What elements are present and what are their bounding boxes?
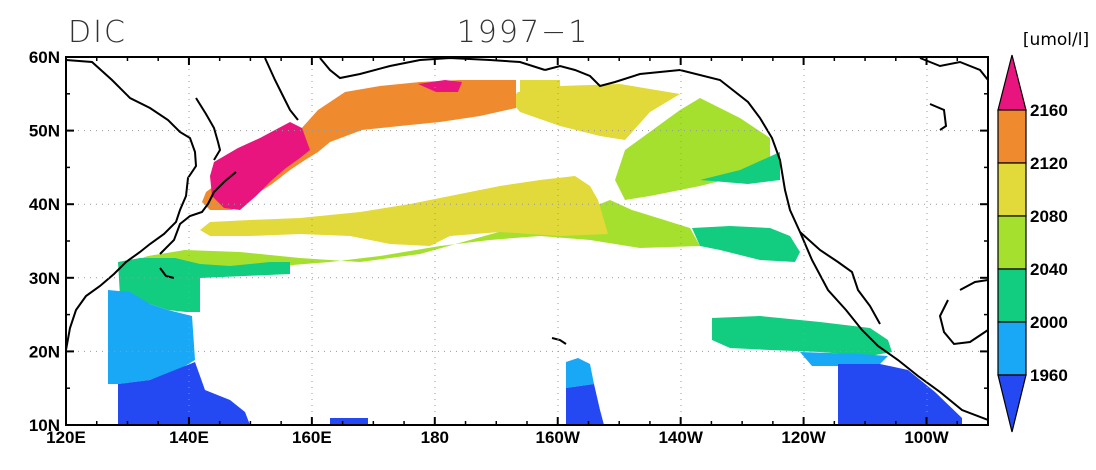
x-tick-label: 120E	[46, 428, 86, 447]
x-tick-label: 140E	[169, 428, 209, 447]
colorbar-label-2120: 2120	[1030, 154, 1068, 173]
date-title: 1997−1	[457, 15, 590, 50]
region-2080-2120	[200, 80, 680, 246]
axis-ticks	[65, 56, 988, 426]
colorbar-label-2000: 2000	[1030, 313, 1068, 332]
y-tick-label: 50N	[29, 122, 60, 141]
colorbar-seg-2120-2160	[997, 109, 1027, 164]
x-tick-label: 180	[421, 428, 449, 447]
y-tick-label: 40N	[29, 195, 60, 214]
coastlines	[66, 57, 988, 421]
colorbar-label-1960: 1960	[1030, 366, 1068, 385]
graticule	[66, 57, 988, 425]
variable-title: DIC	[68, 15, 127, 50]
colorbar-label-2080: 2080	[1030, 207, 1068, 226]
region-below-1960	[118, 362, 962, 425]
units-label: [umol/l]	[1023, 30, 1089, 50]
colorbar-seg-below-1960	[997, 374, 1027, 433]
x-tick-label: 140W	[658, 428, 703, 447]
x-tick-label: 100W	[904, 428, 949, 447]
region-2000-2040	[118, 152, 892, 356]
colorbar-seg-2080-2120	[997, 162, 1027, 217]
colorbar-label-2160: 2160	[1030, 101, 1068, 120]
y-tick-label: 10N	[29, 416, 60, 435]
x-tick-label: 160E	[292, 428, 332, 447]
region-2040-2080	[130, 98, 770, 270]
y-tick-label: 30N	[29, 269, 60, 288]
region-above-2160	[210, 80, 462, 210]
colorbar-seg-2000-2040	[997, 268, 1027, 323]
colorbar-seg-1960-2000	[997, 321, 1027, 376]
colorbar-seg-above-2160	[997, 54, 1027, 111]
region-2120-2160	[202, 80, 516, 210]
colorbar-seg-2040-2080	[997, 215, 1027, 270]
colorbar-label-2040: 2040	[1030, 260, 1068, 279]
y-tick-label: 20N	[29, 342, 60, 361]
data-layer	[66, 57, 988, 425]
x-tick-label: 120W	[781, 428, 826, 447]
x-tick-label: 160W	[536, 428, 581, 447]
colorbar	[997, 54, 1027, 433]
y-tick-label: 60N	[29, 48, 60, 67]
